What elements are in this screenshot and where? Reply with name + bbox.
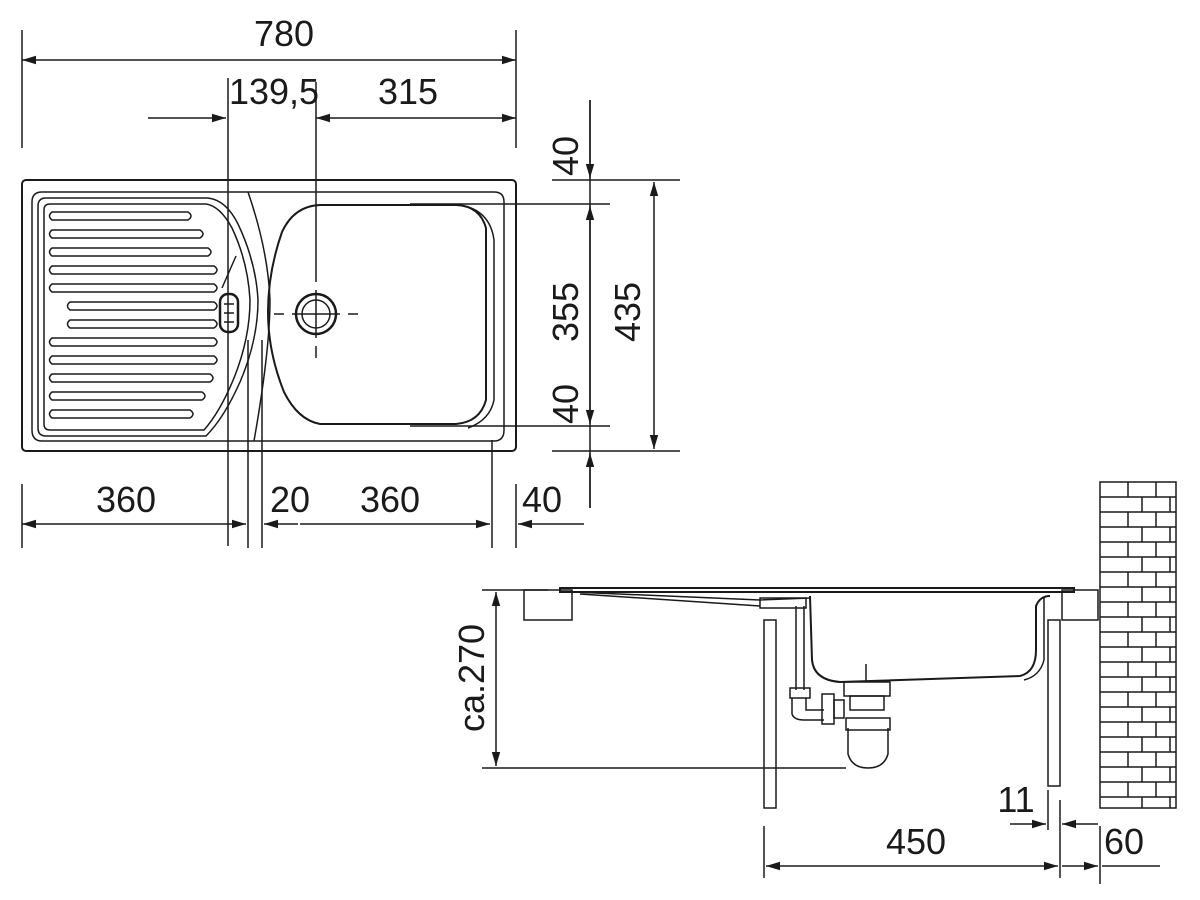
- side-view-dimensions: ca.270 450 11 60: [451, 589, 1160, 884]
- dim-wall-gap: 60: [1104, 821, 1144, 862]
- drainer-area-inner: [43, 203, 251, 431]
- sink-top-view: [21, 179, 517, 452]
- bowl-outline: [266, 204, 487, 425]
- dim-installation-height: ca.270: [451, 624, 492, 732]
- dim-cabinet-depth: 450: [886, 821, 946, 862]
- dim-bowl-depth: 355: [545, 282, 586, 342]
- dim-right-margin: 40: [522, 479, 562, 520]
- dim-top-margin: 40: [545, 136, 586, 176]
- drain-icon: [274, 290, 358, 358]
- sink-outer-rim: [21, 179, 517, 452]
- dim-overall-depth: 435: [607, 282, 648, 342]
- top-view-dimensions: 780 139,5 315 40 355 40 435 360: [21, 13, 680, 548]
- sink-section-rim: [559, 587, 1075, 593]
- dim-drain-to-edge: 315: [378, 71, 438, 112]
- dim-divider-width: 20: [270, 479, 310, 520]
- cabinet-panel-left: [763, 619, 777, 809]
- countertop-left: [523, 589, 573, 621]
- drain-trap: [821, 664, 891, 769]
- sink-side-view: [523, 481, 1177, 809]
- dim-drainer-width: 360: [96, 479, 156, 520]
- dim-bottom-margin: 40: [545, 384, 586, 424]
- bowl-section-inner: [1023, 598, 1045, 681]
- countertop-right: [1061, 589, 1099, 621]
- drainer-section-lower: [579, 593, 761, 607]
- bowl-section: [809, 595, 1051, 684]
- sink-inner-rim: [31, 191, 505, 442]
- bowl-divider: [247, 191, 271, 442]
- overflow-hose: [759, 597, 824, 721]
- brick-wall: [1099, 481, 1177, 809]
- brick-pattern: [1100, 482, 1176, 808]
- cabinet-panel-right: [1047, 619, 1061, 787]
- drainer-grooves: [48, 211, 218, 419]
- dim-drain-offset: 139,5: [229, 71, 319, 112]
- overflow-slot: [218, 255, 240, 334]
- dim-overall-width: 780: [254, 13, 314, 54]
- bowl-inner-outline: [410, 204, 495, 429]
- dim-panel-thickness: 11: [997, 779, 1034, 820]
- drainer-area: [37, 197, 259, 437]
- dim-bowl-width: 360: [360, 479, 420, 520]
